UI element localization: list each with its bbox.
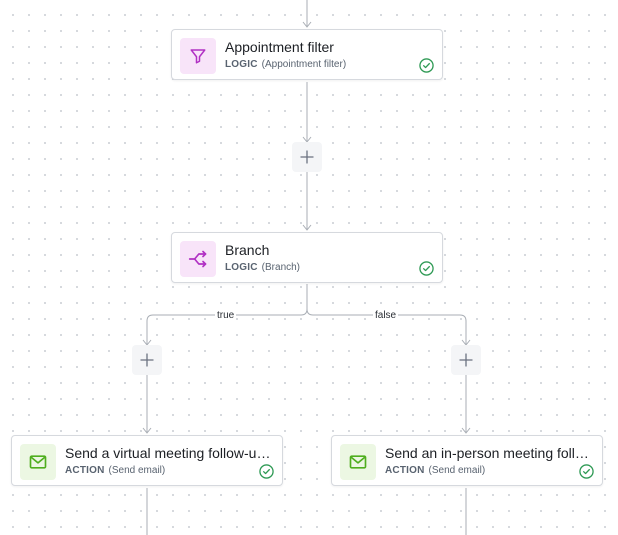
branch-label-false: false — [373, 310, 399, 321]
branch-label-true: true — [215, 310, 237, 321]
check-circle-icon — [419, 261, 434, 276]
node-appointment-filter[interactable]: Appointment filter LOGIC(Appointment fil… — [171, 29, 443, 80]
node-kind: ACTION — [385, 465, 425, 476]
funnel-icon-tile — [180, 38, 216, 74]
check-circle-icon — [259, 464, 274, 479]
arrowhead — [461, 427, 471, 434]
node-branch[interactable]: Branch LOGIC(Branch) — [171, 232, 443, 283]
arrowhead — [302, 224, 312, 231]
plus-icon — [459, 353, 473, 367]
node-kind: LOGIC — [225, 59, 258, 70]
add-step-button-false[interactable] — [451, 345, 481, 375]
plus-icon — [140, 353, 154, 367]
mail-icon-tile — [340, 444, 376, 480]
node-detail: (Appointment filter) — [261, 59, 347, 70]
add-step-button[interactable] — [292, 142, 322, 172]
node-kind: ACTION — [65, 465, 105, 476]
plus-icon — [300, 150, 314, 164]
node-title: Send a virtual meeting follow-up email — [65, 445, 272, 461]
check-circle-icon — [419, 58, 434, 73]
node-title: Branch — [225, 242, 270, 258]
node-send-virtual-email[interactable]: Send a virtual meeting follow-up email A… — [11, 435, 283, 486]
node-kind: LOGIC — [225, 262, 258, 273]
funnel-icon — [190, 49, 206, 64]
arrowhead — [142, 427, 152, 434]
node-send-inperson-email[interactable]: Send an in-person meeting follow-up emai… — [331, 435, 603, 486]
node-detail: (Send email) — [428, 465, 486, 476]
check-circle-icon — [579, 464, 594, 479]
node-subtitle: LOGIC(Appointment filter) — [225, 59, 346, 70]
node-subtitle: ACTION(Send email) — [65, 465, 165, 476]
mail-icon-tile — [20, 444, 56, 480]
node-title: Appointment filter — [225, 39, 334, 55]
node-subtitle: LOGIC(Branch) — [225, 262, 300, 273]
node-title: Send an in-person meeting follow-up emai… — [385, 445, 592, 461]
node-detail: (Send email) — [108, 465, 166, 476]
connector-line-false — [306, 308, 467, 345]
node-detail: (Branch) — [261, 262, 301, 273]
mail-icon — [349, 455, 367, 469]
branch-icon-tile — [180, 241, 216, 277]
arrowhead — [302, 21, 312, 28]
add-step-button-true[interactable] — [132, 345, 162, 375]
mail-icon — [29, 455, 47, 469]
branch-icon — [188, 250, 207, 268]
node-subtitle: ACTION(Send email) — [385, 465, 485, 476]
